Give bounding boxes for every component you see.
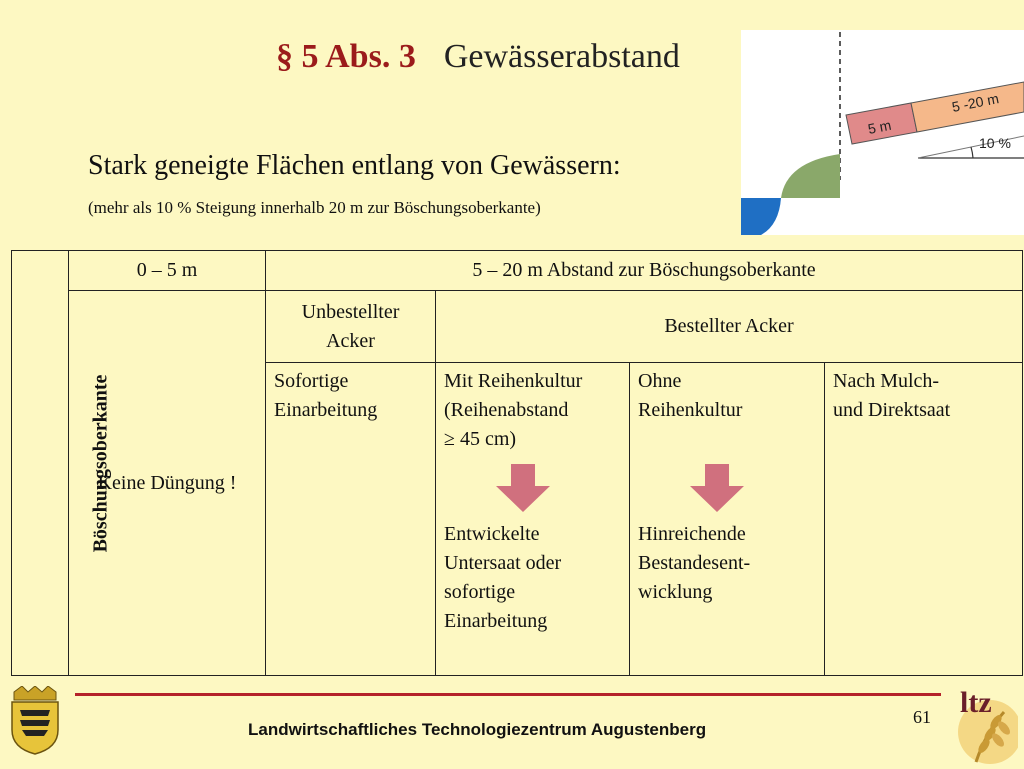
- note: (mehr als 10 % Steigung innerhalb 20 m z…: [88, 198, 541, 217]
- mulch-direktsaat-cell: Nach Mulch- und Direktsaat: [823, 362, 1024, 676]
- label-5m: 5 m: [867, 117, 893, 137]
- title-section: § 5 Abs. 3: [276, 38, 416, 75]
- slope-diagram-svg: 5 m 5 -20 m 10 %: [741, 32, 1024, 235]
- state-coat-of-arms-icon: [8, 685, 62, 761]
- ohne-result-3: wicklung: [638, 581, 713, 603]
- reihenkultur-cell: Mit Reihenkultur (Reihenabstand ≥ 45 cm)…: [435, 362, 630, 676]
- unbestellt-line2: Acker: [326, 329, 375, 352]
- ohne-reihenkultur-cell: Ohne Reihenkultur Hinreichende Bestandes…: [629, 362, 825, 676]
- water-blue: [741, 198, 781, 235]
- title-name: Gewässerabstand: [443, 38, 680, 75]
- label-slope: 10 %: [979, 135, 1011, 151]
- page-number: 61: [913, 707, 931, 727]
- keine-duengung: Keine Düngung !: [97, 471, 237, 494]
- reihen-result-4: Einarbeitung: [444, 610, 548, 632]
- reihen-result-1: Entwickelte: [444, 523, 540, 545]
- unbestellt-line1: Unbestellter: [301, 300, 400, 323]
- ltz-logo-icon: ltz: [946, 682, 1022, 769]
- header-5-20: 5 – 20 m Abstand zur Böschungsoberkante: [264, 250, 1024, 291]
- slope-diagram: 5 m 5 -20 m 10 %: [741, 30, 1024, 235]
- reihen-line2: (Reihenabstand: [444, 399, 569, 421]
- ltz-logo-text: ltz: [960, 686, 992, 719]
- header-0-5: 0 – 5 m: [68, 250, 266, 291]
- reihen-result-2: Untersaat oder: [444, 552, 562, 574]
- reihen-result-3: sofortige: [444, 581, 516, 603]
- footer-rule: [75, 693, 941, 696]
- sofortige-line2: Einarbeitung: [274, 399, 378, 421]
- sofortige-line1: Sofortige: [274, 370, 349, 392]
- bank-green: [781, 154, 840, 198]
- side-label-cell: Böschungsoberkante: [11, 250, 111, 676]
- rules-table: Böschungsoberkante 0 – 5 m 5 – 20 m Abst…: [11, 250, 1024, 676]
- mulch-line1: Nach Mulch-: [833, 370, 940, 392]
- arrow-down-icon: [496, 464, 550, 512]
- footer-org: Landwirtschaftliches Technologiezentrum …: [248, 720, 707, 739]
- ohne-result-1: Hinreichende: [638, 523, 746, 545]
- strip-5-20m: [910, 81, 1024, 133]
- sofortige-cell: Sofortige Einarbeitung: [265, 362, 436, 676]
- ohne-result-2: Bestandesent-: [638, 552, 751, 574]
- keine-duengung-cell: Keine Düngung !: [68, 290, 266, 676]
- slide-title: § 5 Abs. 3 Gewässerabstand: [276, 38, 680, 76]
- arrow-down-icon: [690, 464, 744, 512]
- unbestellt-cell: Unbestellter Acker: [265, 290, 436, 363]
- side-label: Böschungsoberkante: [89, 374, 112, 552]
- mulch-line2: und Direktsaat: [833, 399, 951, 421]
- reihen-line3: ≥ 45 cm): [444, 428, 517, 450]
- bestellt-cell: Bestellter Acker: [434, 290, 1024, 363]
- reihen-line1: Mit Reihenkultur: [444, 370, 583, 392]
- slope-angle-arc: [970, 146, 974, 159]
- ohne-line2: Reihenkultur: [638, 399, 743, 421]
- subtitle: Stark geneigte Flächen entlang von Gewäs…: [88, 150, 621, 181]
- ohne-line1: Ohne: [638, 370, 682, 392]
